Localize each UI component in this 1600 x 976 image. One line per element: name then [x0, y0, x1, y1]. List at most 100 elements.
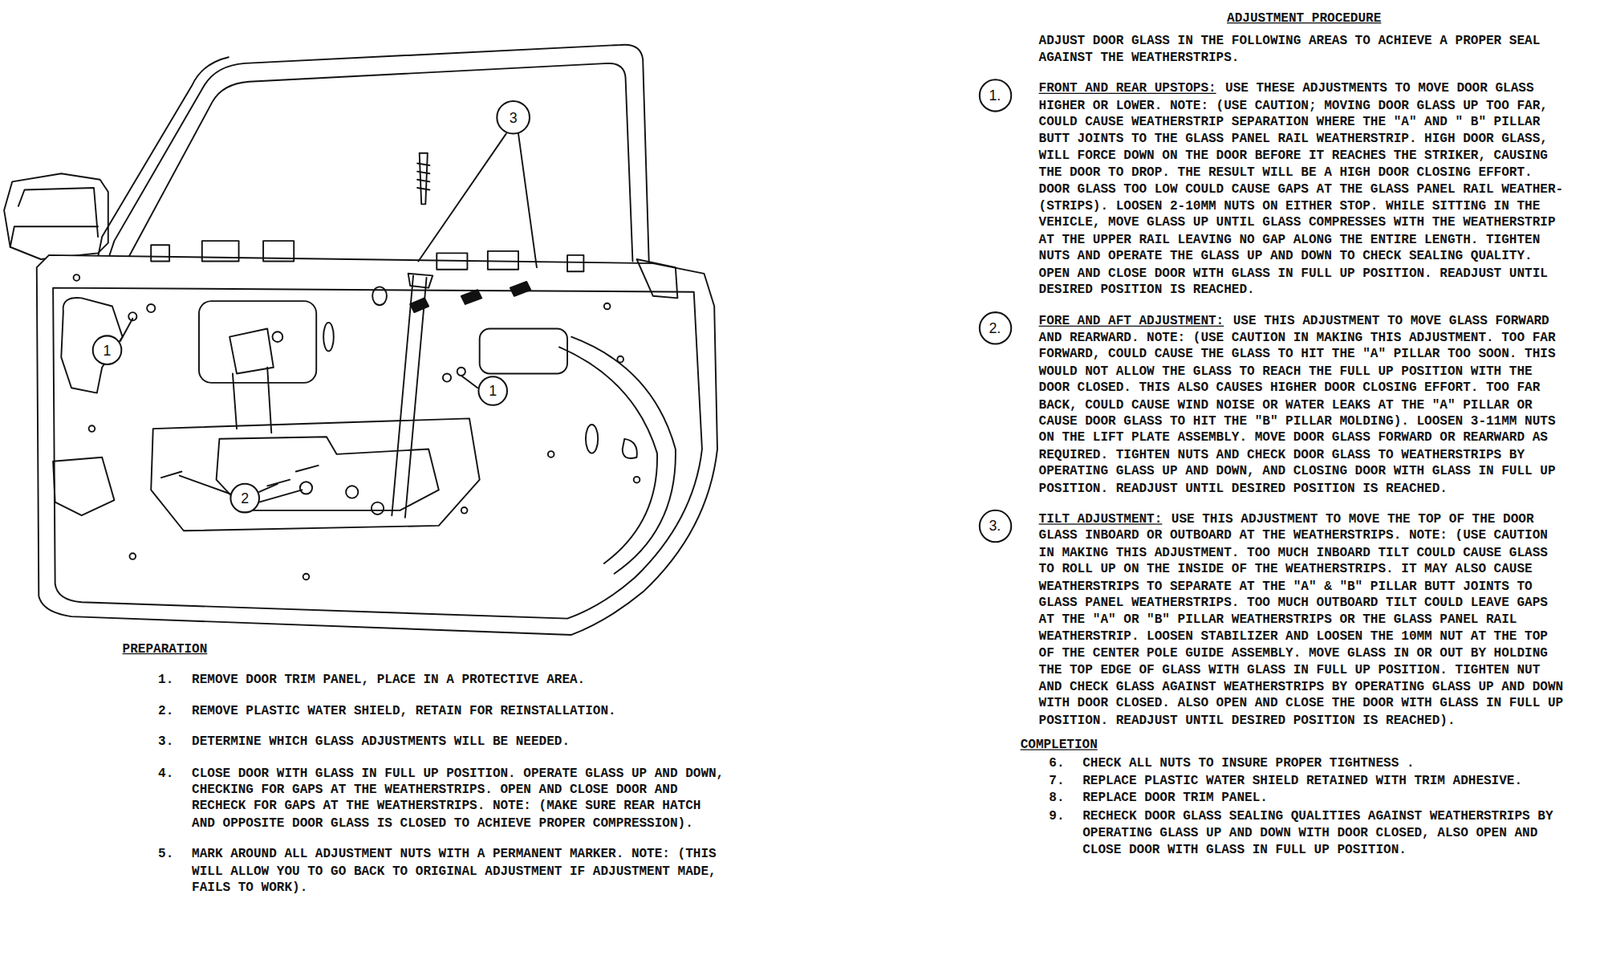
instruction-text: USE THIS ADJUSTMENT TO MOVE GLASS FORWAR…: [1039, 313, 1556, 496]
leader-lines: [120, 134, 537, 503]
stabilizers: [461, 289, 482, 305]
bolt-holes: [73, 274, 641, 580]
step-number: 1.: [158, 671, 192, 689]
bolt-holes: [89, 425, 96, 432]
bolt-holes: [461, 507, 468, 514]
callout-circle: 1: [91, 334, 122, 366]
step-row: 8.REPLACE DOOR TRIM PANEL.: [1048, 790, 1570, 808]
callout-circle: 1.: [978, 77, 1012, 112]
lift-plate: [232, 373, 237, 429]
window-frame: [108, 44, 650, 264]
center-pole-guide: [391, 275, 414, 516]
access-holes: [323, 322, 334, 352]
heading-row: PREPARATION: [122, 641, 725, 658]
callout-number: 1: [103, 341, 112, 358]
leader-lines: [461, 375, 478, 388]
belt-clips: [150, 240, 678, 298]
stabilizers: [410, 281, 531, 313]
window-frame: [97, 56, 229, 257]
step-number: 4.: [158, 764, 192, 832]
step-number: 8.: [1048, 790, 1083, 808]
callout-number: 1: [488, 382, 497, 399]
callout-circle: 3: [495, 100, 531, 135]
section-heading: PREPARATION: [122, 641, 208, 657]
mirror: [18, 187, 98, 237]
instruction-text: REPLACE PLASTIC WATER SHIELD RETAINED WI…: [1082, 772, 1570, 790]
section-heading: FORE AND AFT ADJUSTMENT:: [1039, 313, 1225, 329]
callout-number: 3: [509, 109, 518, 126]
lift-plate: [267, 367, 272, 433]
mirror: [4, 173, 109, 260]
access-holes: [150, 418, 480, 531]
mirror: [10, 226, 98, 247]
step-number: 5.: [158, 846, 192, 898]
access-holes: [198, 300, 317, 383]
instruction-text: CLOSE DOOR WITH GLASS IN FULL UP POSITIO…: [191, 764, 725, 832]
step-row: 1.REMOVE DOOR TRIM PANEL, PLACE IN A PRO…: [158, 671, 725, 689]
circle-outline: [978, 509, 1011, 541]
access-holes: [372, 286, 387, 305]
instruction-text: ADJUST DOOR GLASS IN THE FOLLOWING AREAS…: [1039, 33, 1541, 65]
stabilizers: [410, 297, 429, 313]
step-number: 6.: [1048, 755, 1083, 772]
adjustment-nuts: [161, 465, 319, 486]
heading-row: COMPLETION: [1020, 736, 1570, 754]
adjustment-nuts: [345, 485, 358, 498]
access-holes: [60, 297, 122, 394]
step-row: 3.DETERMINE WHICH GLASS ADJUSTMENTS WILL…: [158, 734, 725, 752]
adjustment-nuts: [272, 331, 284, 342]
lift-plate: [216, 328, 439, 510]
adjustment-nuts: [457, 367, 466, 376]
step-row: 9.RECHECK DOOR GLASS SEALING QUALITIES A…: [1048, 808, 1570, 859]
door-panel: [36, 255, 718, 635]
circle-outline: [478, 376, 508, 406]
center-pole-guide: [391, 153, 433, 518]
access-holes: [52, 457, 114, 516]
adjustment-section: FRONT AND REAR UPSTOPS:USE THESE ADJUSTM…: [1039, 81, 1570, 299]
instruction-text: USE THESE ADJUSTMENTS TO MOVE DOOR GLASS…: [1039, 81, 1564, 297]
bolt-holes: [129, 552, 137, 560]
step-row: 6.CHECK ALL NUTS TO INSURE PROPER TIGHTN…: [1048, 755, 1570, 772]
preparation-column: PREPARATION 1.REMOVE DOOR TRIM PANEL, PLA…: [122, 641, 725, 898]
adjustment-section: TILT ADJUSTMENT:USE THIS ADJUSTMENT TO M…: [1039, 511, 1570, 729]
window-frame: [97, 44, 650, 264]
adjustment-nuts: [146, 304, 155, 313]
callout-number: 2: [240, 489, 249, 506]
leader-lines: [120, 318, 133, 342]
callout-number: 1.: [988, 86, 1001, 103]
adjustment-nuts: [442, 373, 451, 382]
access-holes: [479, 328, 568, 374]
leader-lines: [259, 483, 278, 492]
door-panel: [52, 288, 703, 619]
instruction-text: RECHECK DOOR GLASS SEALING QUALITIES AGA…: [1082, 808, 1570, 859]
stabilizers: [510, 281, 531, 297]
callout-circle: 1: [477, 375, 508, 407]
step-number: 3.: [158, 734, 192, 752]
belt-clips: [436, 252, 468, 269]
door-panel: [559, 346, 658, 564]
instruction-text: MARK AROUND ALL ADJUSTMENT NUTS WITH A P…: [191, 846, 725, 898]
callout-circle: 2: [229, 483, 260, 514]
adjustment-nuts: [128, 304, 466, 515]
belt-clips: [487, 251, 519, 270]
leader-lines: [259, 489, 302, 502]
step-row: 2.REMOVE PLASTIC WATER SHIELD, RETAIN FO…: [158, 702, 725, 720]
callout-circle: 3.: [978, 508, 1012, 543]
intro-row: ADJUST DOOR GLASS IN THE FOLLOWING AREAS…: [1039, 32, 1570, 67]
circle-outline: [978, 79, 1011, 111]
instruction-text: CHECK ALL NUTS TO INSURE PROPER TIGHTNES…: [1082, 755, 1570, 772]
center-pole-guide: [408, 273, 434, 289]
instruction-text: DETERMINE WHICH GLASS ADJUSTMENTS WILL B…: [191, 734, 725, 752]
heading-row: ADJUSTMENT PROCEDURE: [1039, 10, 1570, 28]
step-row: 5.MARK AROUND ALL ADJUSTMENT NUTS WITH A…: [158, 846, 725, 898]
bolt-holes: [604, 303, 611, 310]
leader-lines: [418, 134, 506, 262]
mirror: [4, 173, 109, 260]
callout-number: 3.: [988, 517, 1001, 534]
belt-clips: [567, 255, 584, 272]
section-heading: TILT ADJUSTMENT:: [1039, 511, 1163, 527]
adjustment-nuts: [371, 502, 384, 515]
bolt-holes: [73, 274, 81, 281]
adjustment-section: FORE AND AFT ADJUSTMENT:USE THIS ADJUSTM…: [1039, 312, 1570, 497]
